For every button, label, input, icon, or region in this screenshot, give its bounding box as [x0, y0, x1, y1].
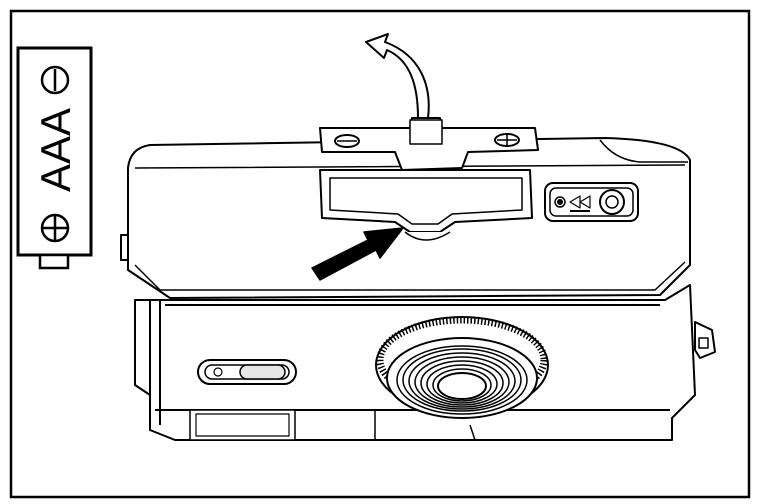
bottom-recess-inner — [195, 413, 290, 437]
battery-terminal — [38, 253, 70, 270]
battery-type-label: AAA — [32, 108, 79, 192]
lens-glass — [437, 372, 487, 400]
battery-plus-sign — [40, 213, 70, 243]
battery-minus-sign — [40, 65, 70, 95]
screw-left — [334, 134, 360, 148]
rewind-switch-inner — [549, 187, 634, 217]
bottom-recess — [189, 409, 296, 441]
insert-arrow — [311, 227, 404, 281]
lift-arrow — [365, 33, 430, 119]
camera-left-edges — [149, 300, 161, 430]
lens-thread-rings — [396, 345, 528, 415]
battery-aaa: AAA — [16, 46, 93, 270]
finger-notch — [404, 231, 451, 241]
screw-right — [494, 133, 520, 147]
rewind-icon — [554, 195, 591, 212]
camera-lens — [375, 316, 549, 419]
rewind-button — [599, 189, 625, 215]
camera-left-lug — [120, 234, 129, 261]
bottom-front-panel — [374, 410, 476, 441]
camera-right-lug-hole — [698, 337, 709, 349]
flash-slider — [197, 359, 297, 385]
battery-compartment-inner — [329, 177, 523, 225]
camera-top-right-corner — [599, 139, 688, 163]
battery-door-latch — [409, 119, 443, 145]
